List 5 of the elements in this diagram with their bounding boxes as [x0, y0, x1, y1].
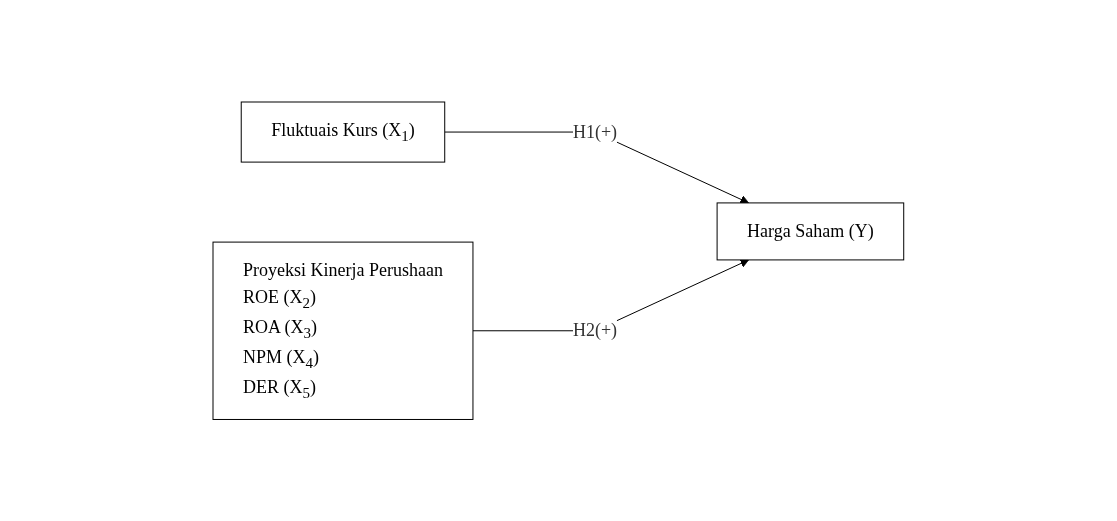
node-box: Proyeksi Kinerja Perushaan ROE (X$_{2}$) ROA (X$_{3}$) NPM (X$_{4}$) DER (X$_{5}$)	[212, 241, 474, 420]
edge-label: H2(+)	[573, 320, 618, 341]
edge-label: H1(+)	[573, 121, 618, 142]
node-box: Fluktuais Kurs (X$_{1}$)	[240, 101, 446, 163]
node-box: Harga Saham (Y)	[716, 202, 905, 261]
